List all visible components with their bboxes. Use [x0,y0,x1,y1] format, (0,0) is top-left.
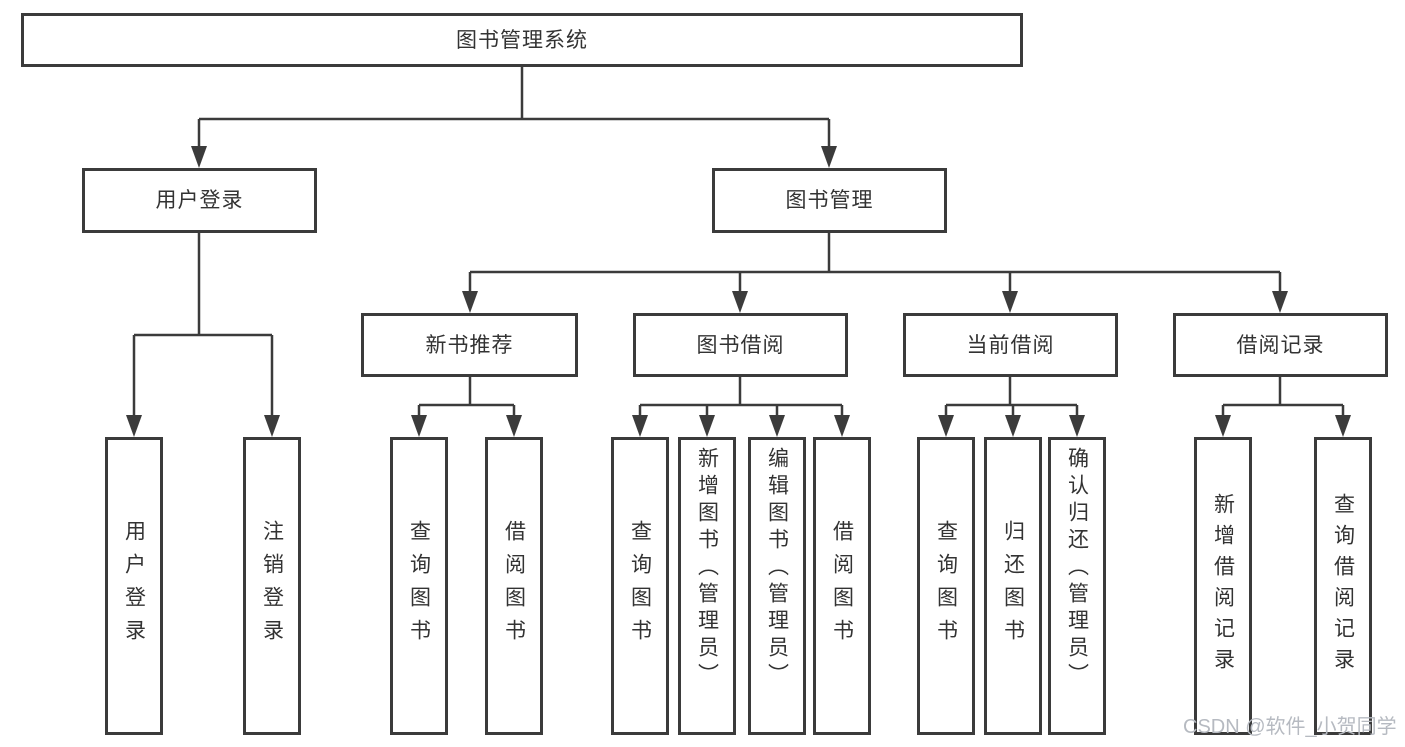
leaf-confirm-return-admin: 确认归还（管理员） [1048,437,1106,735]
leaf-query-books-borrow: 查询图书 [611,437,669,735]
arrowhead [1005,415,1021,437]
arrowhead [769,415,785,437]
node-book-borrow-label: 图书借阅 [696,333,785,357]
node-new-book-recommend-label: 新书推荐 [425,333,514,357]
connector-user-login-leaves [126,233,280,437]
leaf-label: 查询图书 [628,520,652,652]
arrowhead [821,146,837,168]
leaf-label: 查询图书 [407,520,431,652]
node-book-borrow: 图书借阅 [633,313,848,377]
node-current-borrow-label: 当前借阅 [966,333,1055,357]
leaf-label: 查询图书 [934,520,958,652]
leaf-borrow-books-recommend: 借阅图书 [485,437,543,735]
node-user-login-label: 用户登录 [155,189,244,212]
arrowhead [191,146,207,168]
node-root: 图书管理系统 [21,13,1023,67]
leaf-query-books-current: 查询图书 [917,437,975,735]
arrowhead [506,415,522,437]
arrowhead [699,415,715,437]
connector-current-borrow-leaves [938,377,1085,437]
arrowhead [632,415,648,437]
node-new-book-recommend: 新书推荐 [361,313,578,377]
leaf-borrow-books: 借阅图书 [813,437,871,735]
connector-book-borrow-leaves [632,377,850,437]
arrowhead [732,291,748,313]
leaf-logout: 注销登录 [243,437,301,735]
leaf-user-login: 用户登录 [105,437,163,735]
arrowhead [1272,291,1288,313]
leaf-label: 编辑图书（管理员） [765,447,789,690]
arrowhead [462,291,478,313]
leaf-add-books-admin: 新增图书（管理员） [678,437,736,735]
arrowhead [834,415,850,437]
node-book-management: 图书管理 [712,168,947,233]
arrowhead [126,415,142,437]
leaf-query-borrow-record: 查询借阅记录 [1314,437,1372,735]
connector-new-books-leaves [411,377,522,437]
connector-borrow-records-leaves [1215,377,1351,437]
arrowhead [264,415,280,437]
arrowhead [1335,415,1351,437]
leaf-edit-books-admin: 编辑图书（管理员） [748,437,806,735]
arrowhead [1069,415,1085,437]
leaf-label: 归还图书 [1001,520,1025,652]
leaf-query-books-recommend: 查询图书 [390,437,448,735]
leaf-label: 确认归还（管理员） [1065,447,1089,690]
arrowhead [1002,291,1018,313]
watermark: CSDN @软件_小贺同学 [1183,716,1397,738]
leaf-label: 新增图书（管理员） [695,447,719,690]
arrowhead [938,415,954,437]
node-borrow-records-label: 借阅记录 [1236,333,1325,357]
node-current-borrow: 当前借阅 [903,313,1118,377]
leaf-label: 用户登录 [122,520,146,652]
leaf-label: 借阅图书 [830,520,854,652]
leaf-label: 查询借阅记录 [1331,493,1355,679]
connector-root-to-level2 [191,67,837,168]
leaf-label: 借阅图书 [502,520,526,652]
leaf-return-books: 归还图书 [984,437,1042,735]
leaf-add-borrow-record: 新增借阅记录 [1194,437,1252,735]
node-user-login: 用户登录 [82,168,317,233]
node-borrow-records: 借阅记录 [1173,313,1388,377]
node-root-label: 图书管理系统 [456,28,588,52]
arrowhead [1215,415,1231,437]
arrowhead [411,415,427,437]
node-book-management-label: 图书管理 [785,189,874,212]
connector-level2-to-level3 [462,233,1288,313]
leaf-label: 新增借阅记录 [1211,493,1235,679]
leaf-label: 注销登录 [260,520,284,652]
